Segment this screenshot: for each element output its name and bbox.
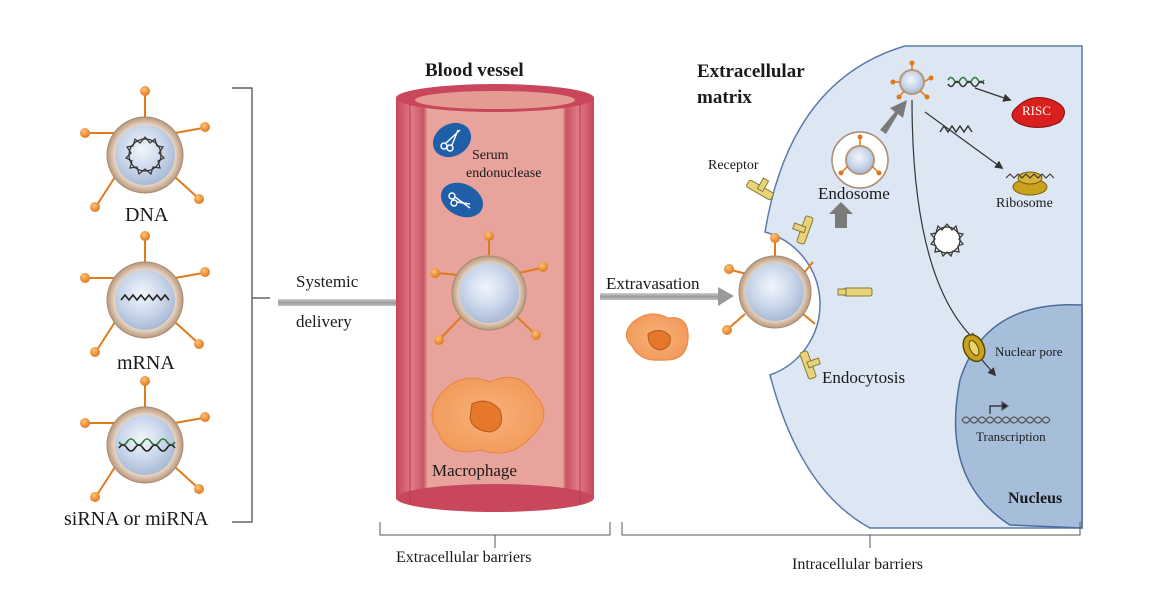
ribosome-label: Ribosome xyxy=(996,196,1053,211)
nuclear-pore-label: Nuclear pore xyxy=(995,344,1063,359)
macrophage-icon xyxy=(431,376,545,454)
mrna-label: mRNA xyxy=(117,352,175,374)
extracellular-barriers-label: Extracellular barriers xyxy=(396,549,532,566)
nuclear-pore-icon xyxy=(962,333,986,363)
nuclear-import-arrow xyxy=(981,359,997,377)
blood-vessel-title: Blood vessel xyxy=(425,60,524,81)
ecm-label-line1: Extracellular xyxy=(697,61,805,82)
ribosome-icon xyxy=(1005,171,1055,196)
endosome-to-release-arrow xyxy=(880,100,907,134)
dna-plasmid-icon xyxy=(124,136,166,176)
risc-label: RISC xyxy=(1022,103,1051,118)
nanoparticle-dna xyxy=(80,86,210,212)
endocytosis-to-endosome-arrow xyxy=(829,202,853,228)
endosome xyxy=(831,131,889,189)
intracellular-barriers-label: Intracellular barriers xyxy=(792,556,924,573)
nucleus-label: Nucleus xyxy=(1008,490,1063,507)
mrna-strand-icon xyxy=(120,293,170,302)
extracellular-barrier-bracket xyxy=(379,522,611,536)
endonuclease-label: endonuclease xyxy=(466,166,542,181)
intracellular-barrier-bracket xyxy=(621,522,1081,548)
sirna-duplex-icon xyxy=(118,438,176,452)
receptor-label: Receptor xyxy=(708,158,759,173)
receptor-icon xyxy=(746,177,873,380)
delivery-label: delivery xyxy=(296,312,352,331)
released-nanoparticle xyxy=(890,60,934,100)
transcription-dna-icon xyxy=(961,400,1051,424)
extravasated-macrophage-icon xyxy=(625,313,689,361)
ecm-label-line2: matrix xyxy=(697,87,752,108)
extravasation-arrow xyxy=(600,287,734,306)
serum-endonuclease-icon xyxy=(432,122,484,218)
risc-icon xyxy=(1011,97,1065,128)
macrophage-label: Macrophage xyxy=(432,461,517,480)
cytoplasm-plasmid-icon xyxy=(929,223,965,258)
nanoparticle-mrna xyxy=(80,231,210,357)
sirna-strand-icon-2 xyxy=(947,80,985,88)
serum-label: Serum xyxy=(472,148,509,163)
endocytosis-label: Endocytosis xyxy=(822,368,906,387)
nanoparticle-bracket xyxy=(232,87,270,523)
extravasation-label: Extravasation xyxy=(606,274,700,293)
mrna-to-ribosome-arrow xyxy=(924,111,1004,169)
sirna-label: siRNA or miRNA xyxy=(64,508,209,530)
sirna-strand-icon xyxy=(947,76,985,84)
systemic-label: Systemic xyxy=(296,272,359,291)
nanoparticle-in-vessel xyxy=(430,231,548,345)
nanoparticle-sirna xyxy=(80,376,210,502)
mrna-release-icon xyxy=(939,124,973,134)
dna-label: DNA xyxy=(125,204,169,226)
nucleus xyxy=(954,303,1083,529)
endosome-label: Endosome xyxy=(818,184,890,203)
nanoparticle-at-membrane xyxy=(722,233,816,335)
dna-to-nucleus-arrow xyxy=(911,99,977,342)
sirna-to-risc-arrow xyxy=(974,87,1012,102)
transcription-label: Transcription xyxy=(976,429,1046,444)
